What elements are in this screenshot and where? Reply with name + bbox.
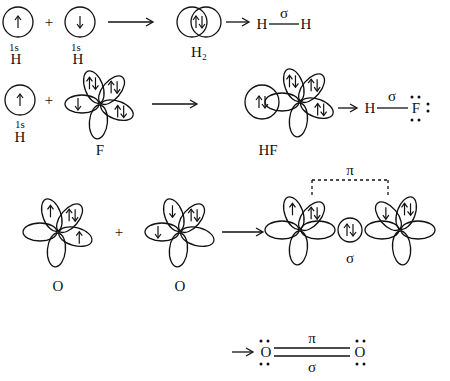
formula-label: σ [280,6,288,21]
formula-label: HF [258,143,277,158]
formula-label: σ [388,89,396,104]
formula-label: σ [308,360,316,375]
formula-label: H₂ [191,45,207,60]
formula-label: H [73,52,84,67]
formula-label: H [11,52,22,67]
formula-label: F [96,143,104,158]
formula-label: 1s [15,119,25,130]
formula-label: O [175,279,186,294]
formula-label: π [346,163,354,178]
formula-label: H [365,101,376,116]
formula-label: π [308,331,316,346]
formula-label: F [412,101,420,116]
formula-label: O [355,345,366,360]
formula-label: H [301,17,312,32]
formula-label: + [45,15,53,30]
formula-label: H [257,17,268,32]
formula-label: + [45,93,53,108]
formula-label: O [261,345,272,360]
formula-label: H [15,130,26,145]
formula-label: σ [346,251,354,266]
formula-label: + [115,225,123,240]
formula-label: O [53,279,64,294]
